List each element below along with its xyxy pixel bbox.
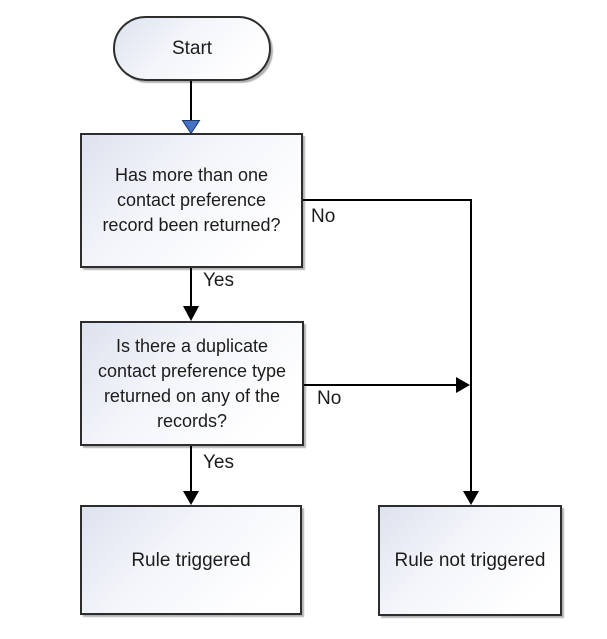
- node-decision-more-than-one-record: Has more than one contact preference rec…: [80, 133, 303, 268]
- edge-label-no-decision2: No: [317, 388, 342, 409]
- arrowhead-down-icon: [183, 491, 199, 505]
- edge-label-no-decision1: No: [311, 206, 336, 227]
- edge-label-yes-decision1: Yes: [203, 270, 234, 291]
- node-decision-duplicate-preference-type: Is there a duplicate contact preference …: [80, 321, 304, 446]
- edge-label-yes-decision2: Yes: [203, 452, 234, 473]
- connector-decision1-no: [303, 199, 472, 491]
- node-rule-not-triggered: Rule not triggered: [378, 505, 562, 616]
- node-decision2-label: Is there a duplicate contact preference …: [97, 335, 287, 431]
- arrowhead-down-icon: [183, 306, 199, 321]
- arrowhead-down-icon: [463, 491, 479, 505]
- node-decision1-label: Has more than one contact preference rec…: [102, 165, 281, 235]
- arrowhead-blue-down-icon: [181, 120, 201, 135]
- node-rule-triggered: Rule triggered: [80, 505, 302, 615]
- arrowhead-right-icon: [456, 377, 470, 393]
- node-rule-triggered-label: Rule triggered: [131, 549, 251, 571]
- node-start-label: Start: [171, 38, 213, 59]
- node-rule-not-triggered-label: Rule not triggered: [394, 550, 546, 571]
- node-start: Start: [113, 16, 271, 81]
